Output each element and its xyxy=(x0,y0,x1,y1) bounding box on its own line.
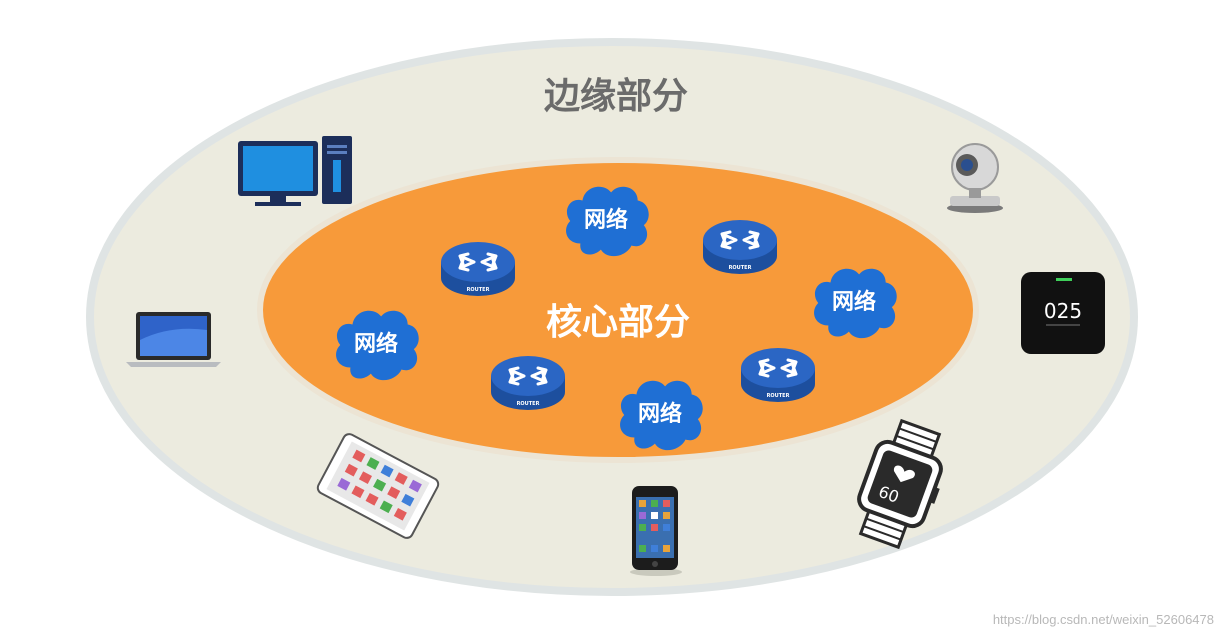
router-2: ROUTER xyxy=(703,220,777,274)
router-3: ROUTER xyxy=(491,356,565,410)
laptop-icon xyxy=(126,312,221,367)
webcam-clip xyxy=(950,196,1000,206)
app-tile xyxy=(351,485,365,499)
app-grid xyxy=(651,524,658,531)
home-button xyxy=(652,561,658,567)
strap-line xyxy=(863,525,902,541)
edge-title: 边缘部分 xyxy=(544,76,688,117)
app-tile xyxy=(344,463,358,477)
app-tile xyxy=(352,449,366,463)
router-caption: ROUTER xyxy=(467,287,490,293)
smartphone-icon xyxy=(630,486,682,576)
app-tile xyxy=(337,477,351,491)
network-cloud-2: 网络 xyxy=(814,268,897,339)
app-tile xyxy=(387,486,401,499)
app-grid xyxy=(663,500,670,507)
app-tile xyxy=(366,457,380,470)
laptop-base xyxy=(126,362,221,367)
strap-line xyxy=(865,517,905,534)
webcam-neck xyxy=(969,188,981,198)
app-grid xyxy=(651,512,658,519)
thermostat-led xyxy=(1056,278,1072,281)
router-4: ROUTER xyxy=(741,348,815,402)
app-grid xyxy=(663,545,670,552)
watch-crown xyxy=(929,487,940,504)
router-top xyxy=(703,220,777,260)
thermostat-readout: 025 xyxy=(1044,299,1082,323)
thermostat-body xyxy=(1021,272,1105,354)
app-grid xyxy=(663,524,670,531)
app-tile xyxy=(365,492,379,506)
app-tile xyxy=(358,471,372,484)
watch-screen xyxy=(867,450,933,518)
app-grid xyxy=(651,545,658,552)
router-arrows-icon xyxy=(720,230,760,250)
app-grid xyxy=(639,524,646,531)
network-label: 网络 xyxy=(638,401,682,427)
strap-line xyxy=(898,427,937,443)
laptop-screen-glare xyxy=(140,328,207,356)
router-top xyxy=(741,348,815,388)
desktop-computer-icon xyxy=(238,136,352,206)
smart-thermostat-icon: 025 xyxy=(1021,272,1105,354)
app-tile xyxy=(408,479,422,493)
router-top xyxy=(491,356,565,396)
router-caption: ROUTER xyxy=(767,393,790,399)
network-cloud-1: 网络 xyxy=(566,186,649,257)
network-label: 网络 xyxy=(354,331,398,357)
app-grid xyxy=(639,500,646,507)
heart-icon xyxy=(894,465,915,483)
router-caption: ROUTER xyxy=(517,401,540,407)
monitor-stand xyxy=(270,196,286,203)
app-tile xyxy=(373,478,387,492)
app-grid xyxy=(639,545,646,552)
monitor-screen xyxy=(243,146,313,191)
router-arrows-icon xyxy=(508,366,548,386)
network-label: 网络 xyxy=(584,207,628,233)
tower-drive xyxy=(327,145,347,148)
app-tile xyxy=(380,464,394,478)
app-tile xyxy=(393,507,407,521)
strap-line xyxy=(895,434,935,451)
router-1: ROUTER xyxy=(441,242,515,296)
router-arrows-icon xyxy=(758,358,798,378)
watermark: https://blog.csdn.net/weixin_52606478 xyxy=(992,612,1214,627)
network-cloud-3: 网络 xyxy=(336,310,419,381)
tower-light xyxy=(333,160,341,192)
router-top xyxy=(441,242,515,282)
app-grid xyxy=(639,512,646,519)
core-title: 核心部分 xyxy=(546,302,690,343)
network-label: 网络 xyxy=(832,289,876,315)
router-arrows-icon xyxy=(458,252,498,272)
app-tile xyxy=(401,493,415,507)
app-grid xyxy=(651,500,658,507)
tower-drive xyxy=(327,151,347,154)
app-tile xyxy=(394,472,408,485)
router-caption: ROUTER xyxy=(729,265,752,271)
app-grid xyxy=(663,512,670,519)
smartwatch-icon: 60 xyxy=(857,418,943,550)
webcam-lens xyxy=(961,159,973,171)
app-tile xyxy=(379,500,393,514)
webcam-icon xyxy=(947,143,1003,213)
tablet-icon xyxy=(316,433,440,539)
monitor-base xyxy=(255,202,301,206)
network-cloud-4: 网络 xyxy=(620,380,703,451)
